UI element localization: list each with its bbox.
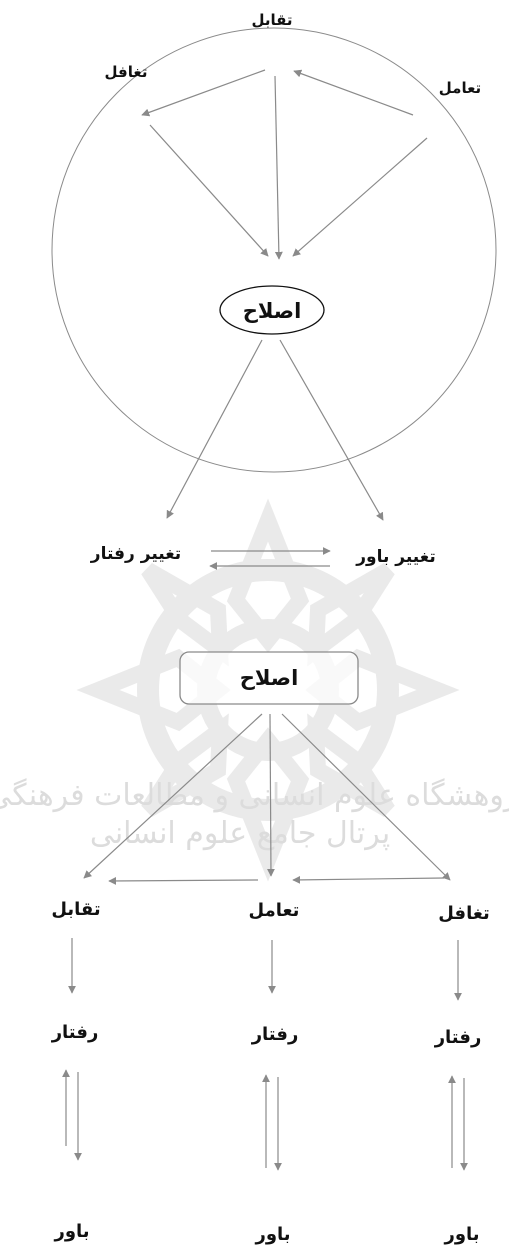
arrow-reform-to-behavior-change [167, 340, 262, 518]
column-title-confront: تقابل [51, 899, 100, 920]
belief-label-interact: باور [254, 1224, 290, 1245]
label-belief-change: تغییر باور [355, 547, 435, 567]
watermark-caption-2: پرتال جامع علوم انسانی [90, 816, 390, 851]
behavior-label-confront: رفتار [51, 1022, 99, 1043]
top-circle [52, 28, 496, 472]
reform-ellipse-label: اصلاح [243, 299, 302, 323]
arrow-ignore-to-interact [293, 878, 444, 880]
column-title-interact: تعامل [249, 900, 300, 921]
label-behavior-change: تغییر رفتار [90, 544, 181, 564]
arrow-confront-to-reform [275, 76, 279, 259]
column-title-ignore: تغافل [438, 903, 490, 924]
arrow-ignore-to-reform [150, 125, 268, 256]
belief-label-confront: باور [53, 1221, 89, 1242]
arrow-interact-to-reform [293, 138, 427, 256]
arrow-interact-to-confront [294, 71, 413, 115]
label-interact-top: تعامل [439, 79, 481, 97]
arrow-reform-to-belief-change [280, 340, 383, 520]
reform-box-label: اصلاح [240, 666, 299, 690]
behavior-label-ignore: رفتار [434, 1027, 482, 1048]
belief-label-ignore: باور [443, 1224, 479, 1245]
arrow-interact-to-confront [109, 880, 258, 881]
watermark-caption-1: پژوهشگاه علوم انسانی و مطالعات فرهنگی [0, 778, 509, 813]
label-confront-top: تقابل [251, 11, 292, 29]
arrow-confront-to-ignore [142, 70, 265, 115]
label-ignore-top: تغافل [105, 63, 148, 81]
behavior-label-interact: رفتار [251, 1024, 299, 1045]
